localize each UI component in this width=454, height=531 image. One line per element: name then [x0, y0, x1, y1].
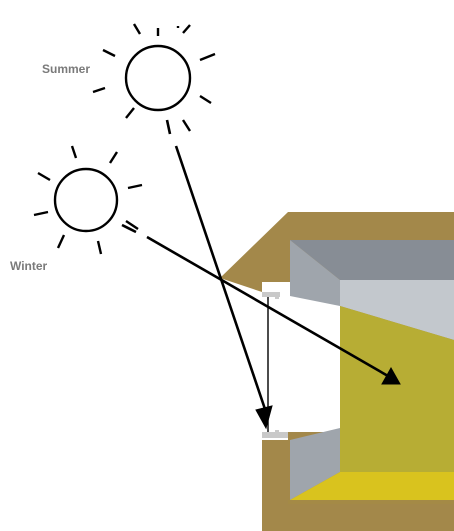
floor	[290, 472, 454, 500]
lower-jamb	[290, 428, 340, 500]
summer-sun-icon	[92, 23, 216, 132]
winter-sun-ray	[121, 223, 401, 385]
window-head	[262, 292, 280, 297]
window-opening	[262, 282, 340, 432]
winter-sun-icon	[33, 145, 143, 255]
window-latch-bottom	[275, 430, 279, 438]
window-latch-top	[275, 292, 279, 299]
room-back-wall-upper	[340, 280, 454, 340]
upper-jamb	[290, 240, 340, 306]
ceiling-underside	[290, 240, 454, 280]
summer-label: Summer	[42, 62, 90, 76]
floor-edge	[288, 500, 454, 504]
building	[220, 212, 454, 531]
summer-sun-ray	[165, 119, 273, 430]
room-back-wall	[340, 306, 454, 472]
summer-ray-arrowhead	[255, 405, 273, 430]
winter-label: Winter	[10, 259, 48, 273]
winter-ray-arrowhead	[381, 366, 401, 385]
